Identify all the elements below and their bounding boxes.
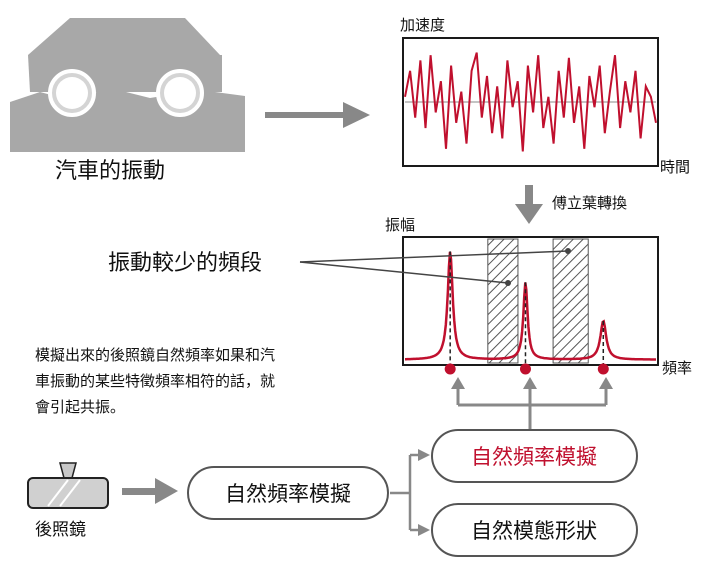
connector-arrow-mid [523,377,537,389]
arrow-car-to-chart [265,102,370,128]
fourier-arrow [515,185,543,224]
description-line-3: 會引起共振。 [35,398,125,416]
branch-connectors [390,453,420,532]
freq-label: 頻率 [662,359,692,377]
pointer-line-1 [299,250,569,263]
accel-series [404,52,657,152]
low-vibration-bands [487,238,589,364]
peak-marker [519,363,531,375]
low-vibration-band [552,238,589,364]
feedback-connectors [456,382,608,430]
arrow-mirror-to-sim [122,478,178,504]
mirror-caption: 後照鏡 [35,520,86,540]
peak-markers [444,251,609,375]
right-sim-box[interactable] [431,429,638,483]
fourier-label: 傅立葉轉換 [552,194,627,212]
connector-arrow-right [599,377,613,389]
right-sim-label: 自然頻率模擬 [471,445,597,469]
natural-freq-sim-box[interactable] [187,466,389,520]
description-line-1: 模擬出來的後照鏡自然頻率如果和汽 [35,346,275,364]
spectrum-series [405,251,656,361]
pointer-line-2 [299,261,509,284]
mirror-icon [27,462,109,509]
car-caption: 汽車的振動 [55,159,165,184]
description-line-2: 車振動的某些特徵頻率相符的話，就 [35,372,275,390]
time-label: 時間 [660,158,690,176]
pointer-dot-1 [565,248,571,254]
low-vibration-band [487,238,519,364]
branch-arrow-bottom [418,524,430,536]
peak-marker [444,363,456,375]
branch-arrow-top [418,449,430,461]
mode-shape-label: 自然模態形狀 [471,519,597,543]
amp-title: 振幅 [385,216,415,234]
peak-marker [597,363,609,375]
accel-line [404,52,657,152]
natural-freq-sim-label: 自然頻率模擬 [225,482,351,506]
connector-arrow-left [451,377,465,389]
pointer-dot-2 [505,280,511,286]
spectrum-line [405,251,656,361]
accel-title: 加速度 [400,16,445,34]
mode-shape-box[interactable] [431,503,638,557]
low-vibration-label: 振動較少的頻段 [108,251,262,276]
car-icon [10,18,245,152]
